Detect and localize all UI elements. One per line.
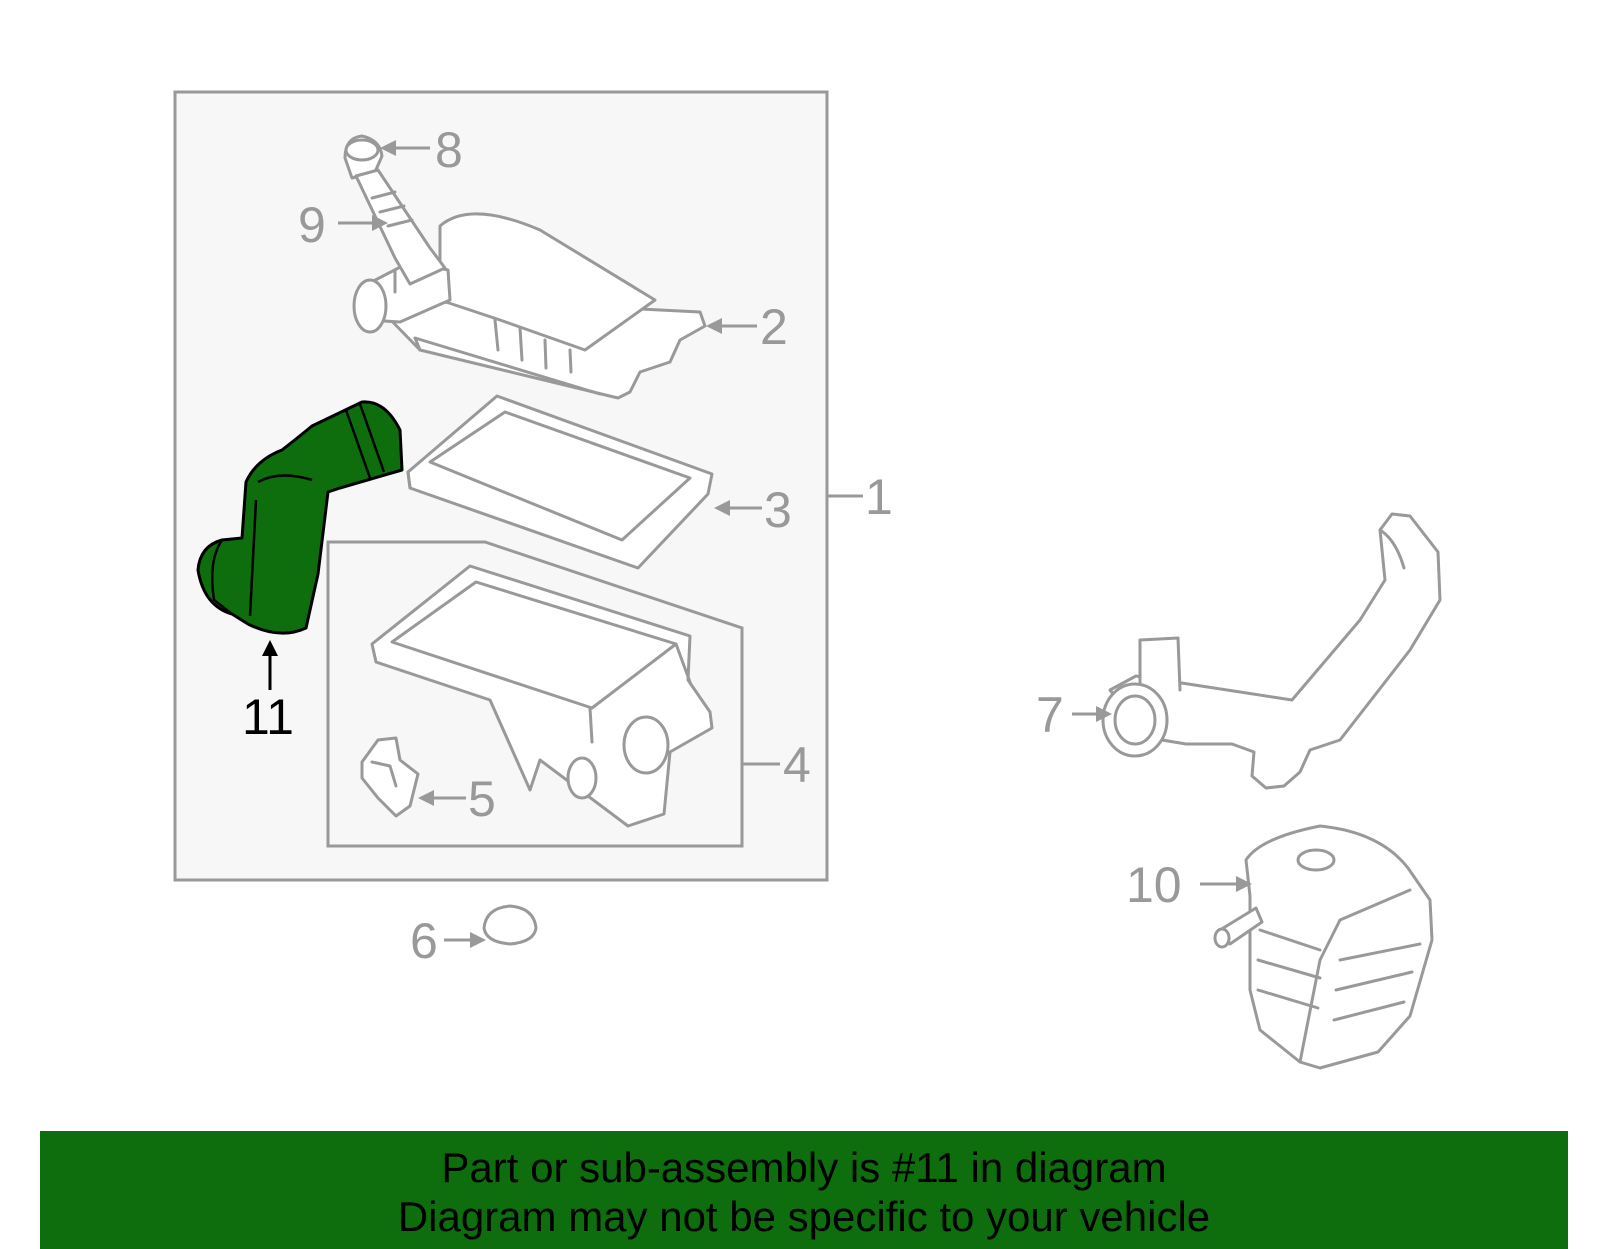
part-10-resonator (1213, 824, 1434, 1070)
info-banner: Part or sub-assembly is #11 in diagram D… (40, 1131, 1568, 1249)
arrow-6 (444, 932, 486, 948)
arrow-7 (1072, 706, 1112, 722)
arrow-9 (338, 215, 388, 231)
part-6-plug (482, 904, 538, 946)
label-9: 9 (298, 197, 326, 253)
label-11: 11 (242, 689, 294, 745)
part-2-upper-cover (352, 212, 707, 400)
part-8-cap (343, 134, 384, 180)
part-5-clip (360, 736, 420, 818)
label-3: 3 (764, 482, 792, 538)
part-11-intake-hose (196, 400, 404, 635)
arrow-2 (706, 318, 757, 334)
banner-line-1: Part or sub-assembly is #11 in diagram (441, 1144, 1167, 1191)
part-7-outlet-duct (1101, 512, 1442, 790)
label-8: 8 (435, 122, 463, 178)
label-5: 5 (468, 771, 496, 827)
part-3-filter (406, 394, 714, 570)
arrow-10 (1200, 876, 1252, 892)
banner-line-2: Diagram may not be specific to your vehi… (397, 1193, 1211, 1240)
arrow-5 (418, 790, 466, 806)
arrow-3 (714, 500, 762, 516)
label-6: 6 (410, 913, 438, 969)
label-2: 2 (760, 299, 788, 355)
label-4: 4 (783, 737, 811, 793)
arrow-8 (380, 140, 430, 156)
part-9-small-hose (354, 168, 447, 286)
part-4-lower-housing (370, 564, 714, 828)
arrow-11 (262, 640, 278, 690)
label-7: 7 (1036, 687, 1064, 743)
label-10: 10 (1126, 857, 1182, 913)
label-1: 1 (865, 469, 893, 525)
